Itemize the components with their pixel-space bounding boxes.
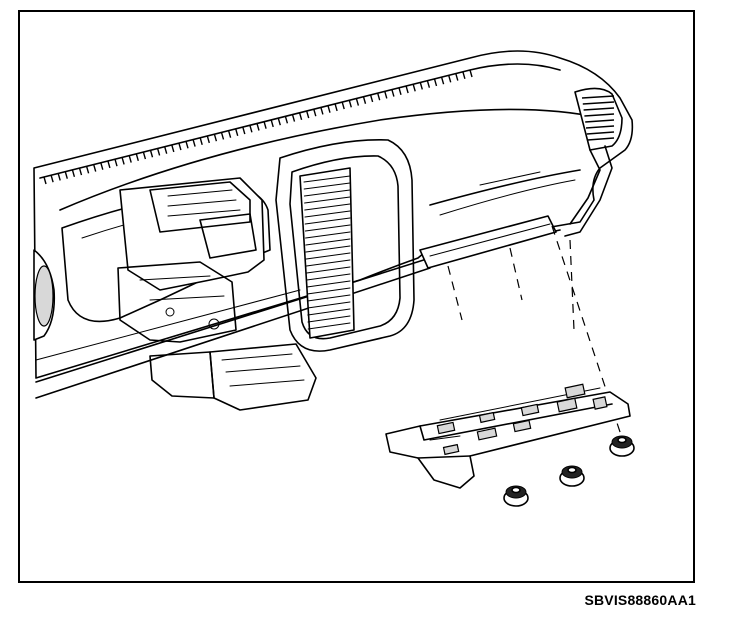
defroster-grille [39,63,561,185]
bracket-slot [564,383,586,399]
hvac-duct-assembly [117,177,265,343]
bracket-slot [476,427,498,441]
bracket-slot [442,443,460,456]
bracket-slot [512,419,532,433]
bracket-slot [520,403,540,417]
nut-icon [559,465,585,487]
alignment-guides [447,225,623,439]
mounting-bracket [385,383,631,489]
fasteners [503,435,635,507]
left-vent-icon [34,265,54,327]
figure-code: SBVIS88860AA1 [584,592,696,608]
bracket-slot [478,411,496,424]
center-air-vent [299,167,355,339]
floor-duct [149,343,317,411]
bracket-slot [592,396,608,410]
instrument-panel [33,50,634,411]
right-air-vent [574,87,623,151]
nut-icon [609,435,635,457]
bracket-slot [556,397,578,413]
bracket-slot [436,421,456,435]
nut-icon [503,485,529,507]
